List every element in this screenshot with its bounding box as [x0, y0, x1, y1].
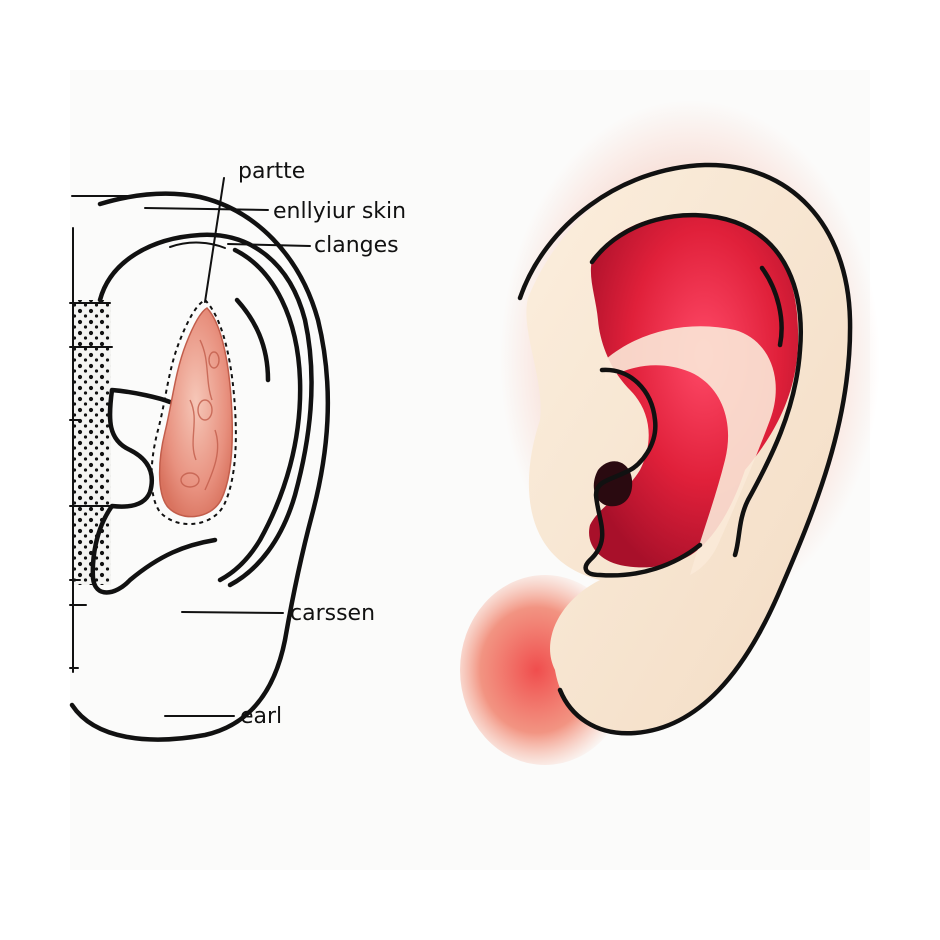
cartilage-texture [73, 300, 111, 585]
lesion-texture [180, 339, 220, 491]
ear-crease-stroke [759, 265, 784, 348]
label-clanges: clanges [314, 233, 399, 258]
label-carssen: carssen [290, 601, 375, 626]
inner-helix-outline [97, 232, 314, 588]
ear-line-diagram: partte enllyiur skin clanges carssen ear… [69, 159, 406, 742]
label-earl: earl [240, 704, 282, 729]
ear-concha-outline [583, 367, 703, 578]
inflamed-concha [589, 213, 799, 568]
ear-watercolor-illustration [460, 100, 880, 765]
antihelix-outline [217, 247, 303, 583]
ruler-ticks [69, 302, 113, 669]
leader-lines [144, 177, 311, 717]
label-partte: partte [238, 159, 305, 184]
ear-helix-outline [589, 212, 803, 558]
helix-shading [169, 241, 226, 249]
ear-outer-outline [517, 162, 853, 736]
inner-fold-stroke [234, 297, 271, 383]
antihelix-highlight [605, 326, 776, 575]
label-enllujur-skin: enllyiur skin [273, 199, 406, 224]
concha-outline [90, 387, 218, 595]
outer-helix-outline [69, 191, 331, 742]
